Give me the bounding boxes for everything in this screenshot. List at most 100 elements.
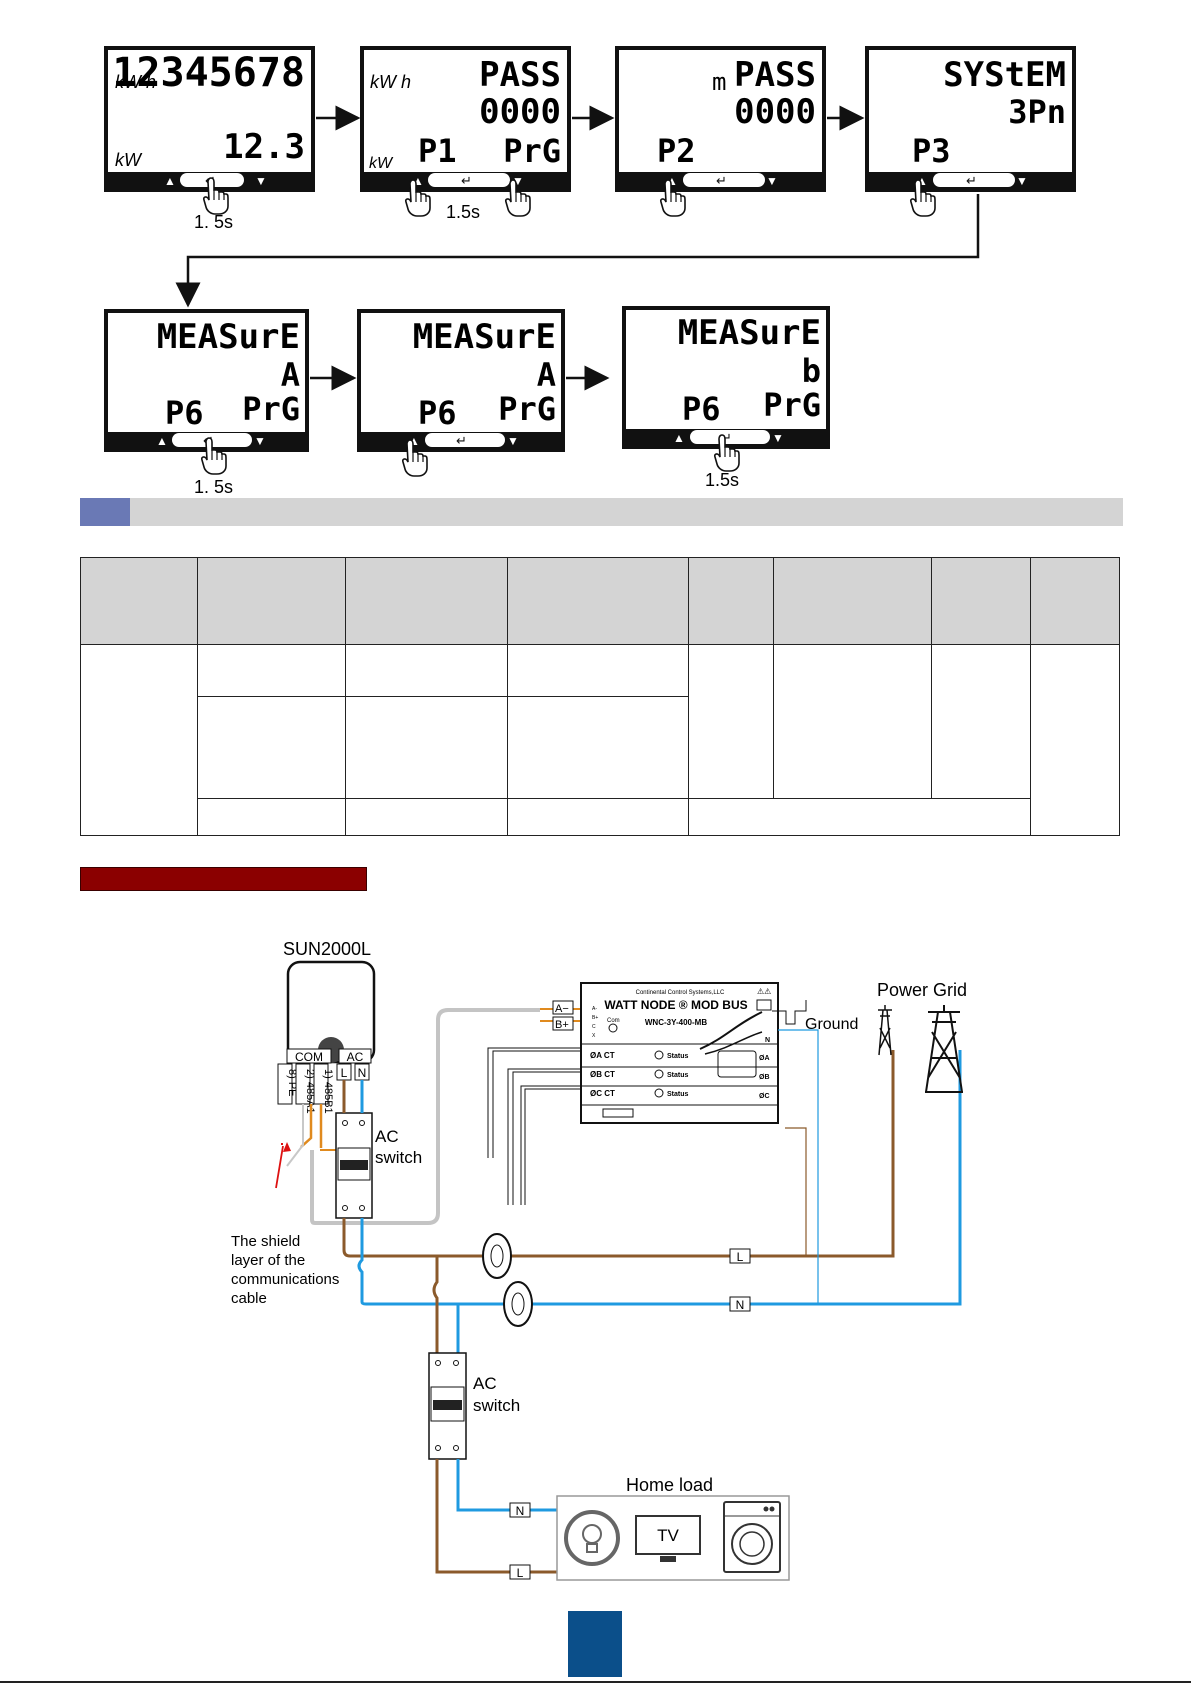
key-up: ▲ xyxy=(666,174,678,188)
lcd-param: P2 xyxy=(657,132,696,170)
meter-maker: Continental Control Systems,LLC xyxy=(636,990,725,996)
table-header-cell xyxy=(197,557,346,645)
meter-ct-c: ØC CT xyxy=(590,1089,615,1098)
com-pin-485b1: 1) 485B1 xyxy=(322,1069,334,1114)
lcd-unit-bottom: kW xyxy=(369,155,394,172)
shield-note-line2: layer of the xyxy=(231,1252,305,1269)
ac-switch-label-line2: switch xyxy=(375,1148,422,1167)
power-grid-label: Power Grid xyxy=(877,980,967,1000)
load-n-tag: N xyxy=(516,1504,525,1518)
table-cell xyxy=(507,644,689,697)
lcd-screen-1: kW h 12345678 kW 12.3 ▲ ↵ ▼ xyxy=(104,46,315,215)
lcd-line2: 0000 xyxy=(734,92,816,132)
lcd-param: P3 xyxy=(912,132,951,170)
meter-status-c: Status xyxy=(667,1091,689,1098)
table-header-cell xyxy=(345,557,508,645)
key-enter: ↵ xyxy=(461,173,472,188)
meter-status-b: Status xyxy=(667,1072,689,1079)
wiring-diagram: SUN2000L COM AC L N 8) PE 2) 485A1 1) 48… xyxy=(231,939,967,1581)
key-enter: ↵ xyxy=(721,430,732,445)
key-down: ▼ xyxy=(766,174,778,188)
tv-label: TV xyxy=(657,1526,679,1545)
key-down: ▼ xyxy=(507,434,519,448)
key-up: ▲ xyxy=(408,434,420,448)
ac-switch-2-label-line1: AC xyxy=(473,1374,497,1393)
lcd-line1: SYStEM xyxy=(943,55,1066,95)
power-tower-small-icon xyxy=(878,1005,892,1056)
key-up: ▲ xyxy=(673,431,685,445)
table-row xyxy=(81,696,1120,799)
table-header-cell xyxy=(688,557,774,645)
svg-text:⚠⚠: ⚠⚠ xyxy=(757,987,771,996)
table-header-cell xyxy=(931,557,1031,645)
lcd-unit-top: kW h xyxy=(115,72,156,92)
lcd-screen-4: SYStEM 3Pn P3 ▲ ↵ ▼ xyxy=(865,46,1076,217)
key-down: ▼ xyxy=(1016,174,1028,188)
key-down: ▼ xyxy=(255,174,267,188)
key-up: ▲ xyxy=(164,174,176,188)
lcd-unit-top: m xyxy=(712,68,726,96)
ac-terminal-l: L xyxy=(341,1066,348,1080)
rs485-a-tag: A− xyxy=(555,1003,569,1015)
load-l-tag: L xyxy=(517,1566,524,1580)
hold-caption: 1.5s xyxy=(446,202,480,222)
lcd-param: P6 xyxy=(165,394,204,432)
home-load-label: Home load xyxy=(626,1475,713,1495)
meter-comm-c: C xyxy=(592,1024,596,1030)
key-down: ▼ xyxy=(512,174,524,188)
key-up: ▲ xyxy=(412,174,424,188)
lcd-line2: 3Pn xyxy=(1008,93,1066,131)
table-header-cell xyxy=(1030,557,1120,645)
table-cell xyxy=(197,696,346,799)
meter-comm-a: A- xyxy=(592,1006,597,1012)
lcd-line1: PASS xyxy=(479,55,561,95)
lcd-screen-2: kW h PASS 0000 P1 PrG kW ▲ ↵ ▼ xyxy=(360,46,571,217)
spec-table xyxy=(80,557,1120,836)
shield-note-line1: The shield xyxy=(231,1233,300,1250)
lcd-line1: MEASurE xyxy=(413,317,556,357)
meter-terminal-c: ØC xyxy=(759,1093,770,1100)
wattnode-meter: Continental Control Systems,LLC WATT NOD… xyxy=(580,982,779,1124)
table-cell xyxy=(197,644,346,697)
inverter-ports: COM AC L N 8) PE 2) 485A1 1) 485B1 xyxy=(277,1048,372,1114)
table-cell xyxy=(507,798,689,836)
subsection-header-bar xyxy=(80,867,367,891)
meter-comm-x: X xyxy=(592,1033,596,1039)
ac-switch-label-line1: AC xyxy=(375,1127,399,1146)
table-header-cell xyxy=(80,557,198,645)
lcd-line2: A xyxy=(281,356,300,394)
meter-terminal-b: ØB xyxy=(759,1074,770,1081)
section-header-bar xyxy=(80,498,1123,526)
lcd-screen-7: MEASurE b P6 PrG ▲ ↵ ▼ xyxy=(622,306,830,472)
key-down: ▼ xyxy=(772,431,784,445)
tv-icon: TV xyxy=(635,1515,701,1562)
meter-model: WNC-3Y-400-MB xyxy=(645,1018,707,1027)
ct-sensor-n xyxy=(503,1281,533,1327)
meter-terminal-n: N xyxy=(765,1037,770,1044)
shield-note-line3: communications xyxy=(231,1271,339,1288)
lcd-line1: 12345678 xyxy=(112,50,305,96)
lcd-param: P1 xyxy=(418,132,457,170)
washing-machine-icon xyxy=(723,1501,781,1573)
table-cell xyxy=(931,644,1031,799)
lcd-unit-top: kW h xyxy=(370,72,411,92)
table-header-row xyxy=(80,557,1120,645)
power-tower-large-icon xyxy=(925,1005,963,1093)
lcd-line2: b xyxy=(802,352,821,390)
table-cell xyxy=(345,644,508,697)
table-cell xyxy=(507,696,689,799)
lightbulb-icon xyxy=(564,1510,620,1566)
lcd-line3-right: PrG xyxy=(503,132,561,170)
table-cell xyxy=(688,644,774,799)
meter-status-a: Status xyxy=(667,1053,689,1060)
lcd-unit-bottom: kW xyxy=(115,150,143,170)
meter-com-label: Com xyxy=(607,1018,620,1024)
table-cell xyxy=(688,798,1031,836)
table-header-cell xyxy=(507,557,689,645)
ct-sensor-l xyxy=(482,1233,512,1279)
footer-rule xyxy=(0,1681,1191,1683)
meter-brand: WATT NODE ® MOD BUS xyxy=(604,998,747,1012)
lcd-line3-right: PrG xyxy=(763,386,821,424)
key-up: ▲ xyxy=(156,434,168,448)
shield-note-line4: cable xyxy=(231,1290,267,1307)
